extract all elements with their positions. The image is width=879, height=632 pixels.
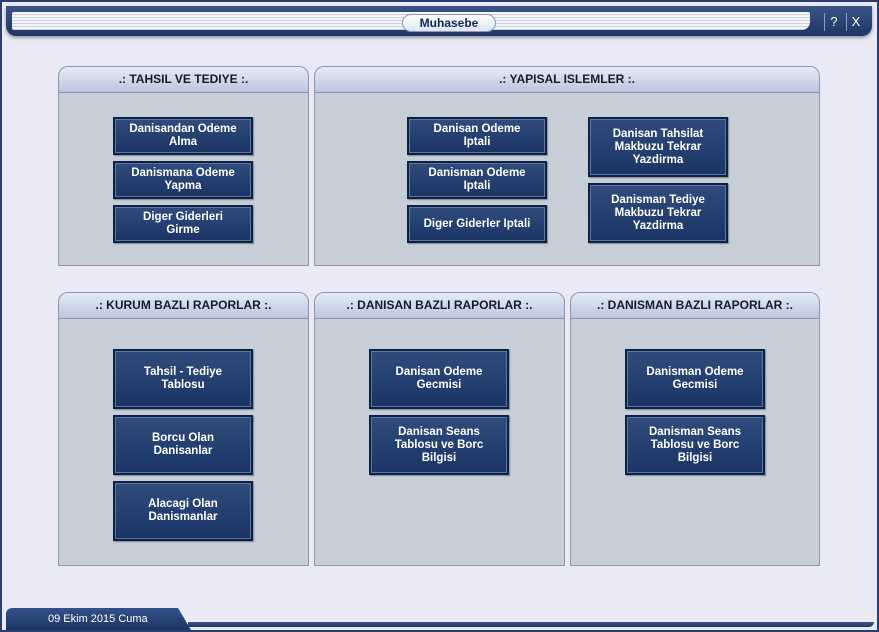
danisan-odeme-iptali-button[interactable]: Danisan Odeme Iptali bbox=[407, 117, 547, 155]
danismana-odeme-yapma-button[interactable]: Danismana Odeme Yapma bbox=[113, 161, 253, 199]
danisan-tahsilat-makbuzu-button[interactable]: Danisan Tahsilat Makbuzu Tekrar Yazdirma bbox=[588, 117, 728, 177]
panel-tahsil: Danisandan Odeme Alma Danismana Odeme Ya… bbox=[58, 92, 309, 266]
tahsil-tediye-tablosu-button[interactable]: Tahsil - Tediye Tablosu bbox=[113, 349, 253, 409]
panel-kurum-header: .: KURUM BAZLI RAPORLAR :. bbox=[58, 292, 309, 318]
diger-giderler-iptali-button[interactable]: Diger Giderler Iptali bbox=[407, 205, 547, 243]
diger-giderleri-girme-button[interactable]: Diger Giderleri Girme bbox=[113, 205, 253, 243]
status-date: 09 Ekim 2015 Cuma bbox=[48, 613, 148, 625]
borcu-olan-danisanlar-button[interactable]: Borcu Olan Danisanlar bbox=[113, 415, 253, 475]
danisandan-odeme-alma-button[interactable]: Danisandan Odeme Alma bbox=[113, 117, 253, 155]
panel-yapisal-header: .: YAPISAL ISLEMLER :. bbox=[314, 66, 820, 92]
danisan-odeme-gecmisi-button[interactable]: Danisan Odeme Gecmisi bbox=[369, 349, 509, 409]
title-bar[interactable]: Muhasebe ? X bbox=[6, 6, 872, 36]
window-title: Muhasebe bbox=[402, 14, 496, 32]
panel-kurum: Tahsil - Tediye Tablosu Borcu Olan Danis… bbox=[58, 318, 309, 566]
danisman-odeme-iptali-button[interactable]: Danisman Odeme Iptali bbox=[407, 161, 547, 199]
alacagi-olan-danismanlar-button[interactable]: Alacagi Olan Danismanlar bbox=[113, 481, 253, 541]
status-bar bbox=[6, 608, 191, 630]
danisman-seans-tablosu-button[interactable]: Danisman Seans Tablosu ve Borc Bilgisi bbox=[625, 415, 765, 475]
panel-danisan-header: .: DANISAN BAZLI RAPORLAR :. bbox=[314, 292, 565, 318]
danisman-tediye-makbuzu-button[interactable]: Danisman Tediye Makbuzu Tekrar Yazdirma bbox=[588, 183, 728, 243]
panel-danisan: Danisan Odeme Gecmisi Danisan Seans Tabl… bbox=[314, 318, 565, 566]
panel-danisman-header: .: DANISMAN BAZLI RAPORLAR :. bbox=[570, 292, 820, 318]
danisman-odeme-gecmisi-button[interactable]: Danisman Odeme Gecmisi bbox=[625, 349, 765, 409]
panel-danisman: Danisman Odeme Gecmisi Danisman Seans Ta… bbox=[570, 318, 820, 566]
help-button[interactable]: ? bbox=[824, 13, 843, 31]
panel-tahsil-header: .: TAHSIL VE TEDIYE :. bbox=[58, 66, 309, 92]
panel-yapisal: Danisan Odeme Iptali Danisman Odeme Ipta… bbox=[314, 92, 820, 266]
status-bar-line bbox=[188, 622, 874, 627]
danisan-seans-tablosu-button[interactable]: Danisan Seans Tablosu ve Borc Bilgisi bbox=[369, 415, 509, 475]
close-button[interactable]: X bbox=[846, 13, 865, 31]
